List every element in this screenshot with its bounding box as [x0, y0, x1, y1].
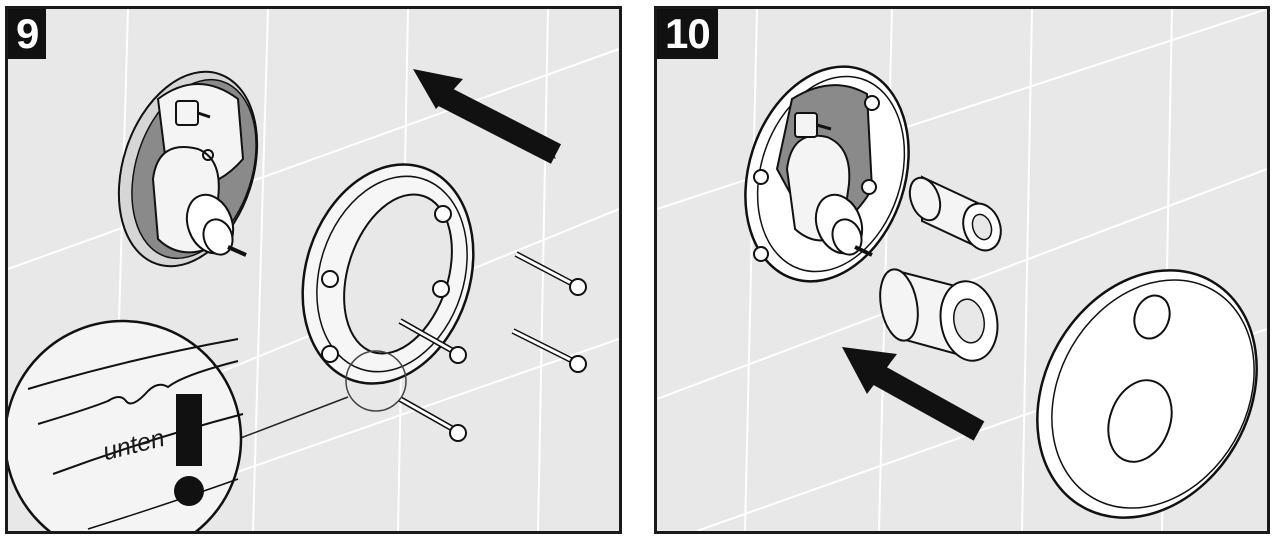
step-9-panel: unten 9: [5, 6, 622, 534]
sleeve: [908, 175, 1002, 252]
mounting-ring: [301, 163, 475, 385]
cover-plate: [1036, 269, 1258, 519]
step-number-badge: 9: [8, 9, 47, 59]
screw-3: [398, 318, 467, 364]
step-number-badge: 10: [657, 9, 718, 59]
valve-body: [744, 65, 910, 283]
cartridge-cap: [879, 268, 999, 362]
arrow-icon: [413, 69, 562, 164]
step-10-panel: 10: [654, 6, 1270, 534]
exclamation-mark-icon: [174, 394, 204, 506]
step-9-illustration: [8, 9, 619, 531]
valve-body: [117, 70, 259, 268]
screw-1: [514, 251, 587, 296]
arrow-icon: [842, 347, 985, 441]
screw-4: [398, 396, 467, 442]
screws: [398, 251, 587, 442]
step-10-illustration: [657, 9, 1267, 531]
screw-2: [511, 328, 587, 373]
